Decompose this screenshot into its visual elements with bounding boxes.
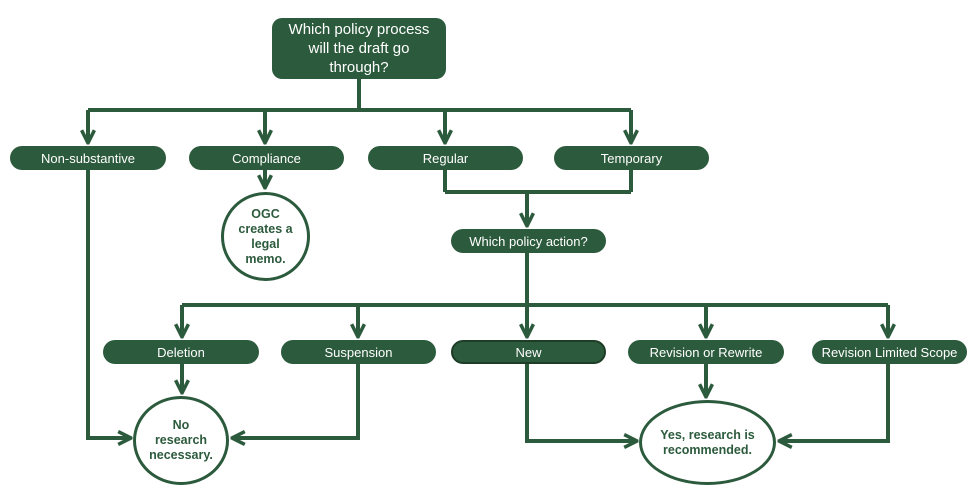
no-research-text: No research necessary. bbox=[149, 418, 213, 462]
action-revision-or-rewrite: Revision or Rewrite bbox=[628, 340, 784, 364]
process-temporary: Temporary bbox=[554, 146, 709, 170]
process-compliance: Compliance bbox=[189, 146, 344, 170]
action-new: New bbox=[451, 340, 606, 364]
research-recommended-text: Yes, research is recommended. bbox=[660, 427, 755, 457]
process-non-substantive: Non-substantive bbox=[10, 146, 166, 170]
arrow-new-to-research bbox=[525, 363, 637, 441]
ogc-memo-text: OGC creates a legal memo. bbox=[238, 206, 293, 266]
process-regular: Regular bbox=[368, 146, 523, 170]
arrow-non-substantive-to-no-research bbox=[86, 168, 131, 438]
action-question-node: Which policy action? bbox=[451, 229, 606, 253]
arrow-revision-limited-to-research bbox=[779, 363, 890, 441]
arrow-suspension-to-no-research bbox=[232, 363, 360, 438]
research-recommended-node: Yes, research is recommended. bbox=[639, 400, 776, 485]
root-question-node: Which policy process will the draft go t… bbox=[272, 18, 446, 79]
no-research-node: No research necessary. bbox=[133, 396, 229, 485]
ogc-memo-node: OGC creates a legal memo. bbox=[221, 192, 310, 281]
action-suspension: Suspension bbox=[281, 340, 436, 364]
action-deletion: Deletion bbox=[103, 340, 259, 364]
action-revision-limited-scope: Revision Limited Scope bbox=[812, 340, 967, 364]
